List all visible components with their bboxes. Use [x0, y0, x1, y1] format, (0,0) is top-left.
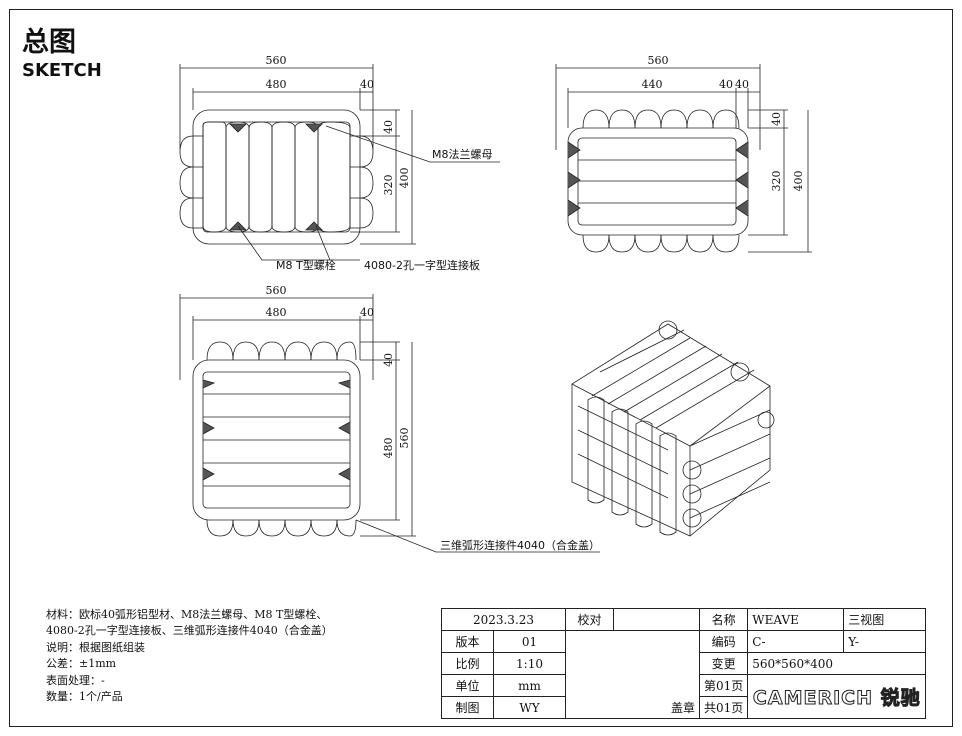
front-dim-inner-h: 320: [770, 171, 783, 192]
front-dim-edge-h: 40: [770, 112, 783, 126]
tb-scale-label: 比例: [441, 652, 494, 675]
title-block: 2023.3.23 校对 名称 WEAVE 三视图 版本 01 盖章 编码 C-…: [441, 608, 927, 719]
side-dim-total-w: 560: [266, 284, 287, 297]
front-dim-inner-w: 440: [642, 78, 663, 91]
note-line: 数量：1个/产品: [46, 690, 123, 704]
tb-drawn-value: WY: [493, 696, 566, 719]
tb-logo-cell: CAMERICH 锐驰: [747, 674, 927, 719]
label-m8-nut: M8法兰螺母: [432, 147, 493, 161]
side-dim-inner-w: 480: [266, 306, 287, 319]
tb-page-label: 第01页: [698, 674, 749, 697]
material-notes: 材料：欧标40弧形铝型材、M8法兰螺母、M8 T型螺栓、 4080-2孔一字型连…: [46, 607, 333, 705]
tb-view-type: 三视图: [843, 608, 927, 631]
camerich-logo: CAMERICH 锐驰: [752, 687, 921, 710]
side-dim-edge-h: 40: [382, 353, 395, 367]
tb-change-label: 变更: [698, 652, 749, 675]
side-view: [179, 294, 600, 553]
tb-check-label: 校对: [565, 608, 614, 631]
side-dim-total-h: 560: [398, 428, 411, 449]
front-dim-edge-w2: 40: [735, 78, 749, 91]
label-3d-connector: 三维弧形连接件4040（合金盖）: [440, 538, 600, 552]
note-line: 公差：±1mm: [46, 657, 117, 671]
tb-date: 2023.3.23: [441, 608, 566, 631]
top-dim-inner-w: 480: [266, 78, 287, 91]
drawing-frame: [9, 9, 953, 727]
sheet-title-en: SKETCH: [22, 60, 102, 81]
tb-drawn-label: 制图: [441, 696, 494, 719]
tb-code-label: 编码: [698, 630, 749, 653]
top-dim-total-h: 400: [398, 168, 411, 189]
tb-unit-label: 单位: [441, 674, 494, 697]
tb-name-label: 名称: [698, 608, 749, 631]
top-dim-inner-h: 320: [382, 175, 395, 196]
front-dim-total-h: 400: [792, 171, 805, 192]
top-dim-edge-h: 40: [382, 120, 395, 134]
tb-stamp-label: 盖章: [670, 701, 695, 715]
tb-code-value2: Y-: [843, 630, 927, 653]
tb-stamp-area: 盖章: [565, 630, 700, 719]
tb-version-value: 01: [493, 630, 566, 653]
front-dim-total-w: 560: [648, 54, 669, 67]
label-m8-bolt: M8 T型螺栓: [276, 258, 336, 272]
note-line: 材料：欧标40弧形铝型材、M8法兰螺母、M8 T型螺栓、: [46, 608, 328, 621]
tb-scale-value: 1:10: [493, 652, 566, 675]
top-dim-edge-w: 40: [360, 78, 374, 91]
note-line: 说明：根据图纸组装: [46, 640, 145, 654]
note-line: 表面处理：-: [46, 673, 105, 687]
side-dim-edge-w: 40: [360, 306, 374, 319]
tb-unit-value: mm: [493, 674, 566, 697]
tb-name-value: WEAVE: [747, 608, 845, 631]
tb-version-label: 版本: [441, 630, 494, 653]
tb-code-value: C-: [747, 630, 845, 653]
front-dim-edge-w1: 40: [719, 78, 733, 91]
tb-change-value: 560*560*400: [747, 652, 927, 675]
front-view: [555, 64, 812, 253]
sheet-title-zh: 总图: [22, 27, 76, 58]
tb-check-value: [613, 608, 700, 631]
isometric-view: [571, 320, 775, 537]
tb-total-label: 共01页: [698, 696, 749, 719]
top-dim-total-w: 560: [266, 54, 287, 67]
side-dim-inner-h: 480: [382, 438, 395, 459]
top-view: [179, 64, 500, 261]
note-line: 4080-2孔一字型连接板、三维弧形连接件4040（合金盖）: [46, 624, 333, 638]
label-connection-plate: 4080-2孔一字型连接板: [364, 258, 480, 272]
